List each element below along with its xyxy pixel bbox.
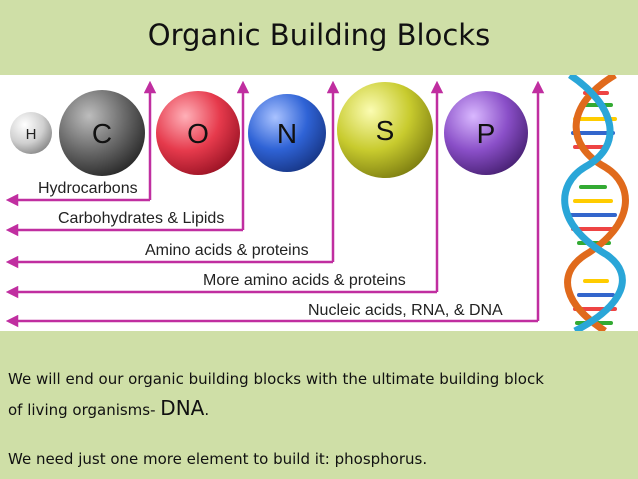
element-p: P (444, 91, 528, 175)
element-c-label: C (92, 118, 112, 149)
slide-title: Organic Building Blocks (147, 18, 491, 52)
element-s: S (337, 82, 433, 178)
element-n: N (248, 94, 326, 172)
body-line-2-prefix: of living organisms- (8, 401, 161, 419)
element-p-label: P (477, 118, 496, 149)
category-label-2: Carbohydrates & Lipids (58, 210, 224, 227)
category-label-3: Amino acids & proteins (145, 242, 309, 259)
body-line-3: We need just one more element to build i… (8, 450, 428, 468)
element-diagram: H C O N S P Hydrocarbons (5, 80, 545, 328)
element-o: O (156, 91, 240, 175)
dna-keyword: DNA (160, 396, 205, 420)
element-h: H (10, 112, 52, 154)
category-label-4: More amino acids & proteins (203, 272, 406, 289)
dna-helix-icon (561, 71, 629, 335)
body-line-2: of living organisms- DNA. (8, 396, 209, 420)
body-line-2-suffix: . (204, 401, 210, 419)
connector-arrows (5, 80, 545, 328)
element-s-label: S (376, 115, 395, 146)
element-h-label: H (26, 126, 37, 143)
element-c: C (59, 90, 145, 176)
body-line-1: We will end our organic building blocks … (8, 370, 544, 388)
diagram-panel: H C O N S P Hydrocarbons (0, 75, 638, 331)
element-o-label: O (187, 118, 209, 149)
dna-helix-illustration (545, 71, 638, 335)
category-label-5: Nucleic acids, RNA, & DNA (308, 302, 503, 319)
category-label-1: Hydrocarbons (38, 180, 138, 197)
element-n-label: N (277, 118, 297, 149)
